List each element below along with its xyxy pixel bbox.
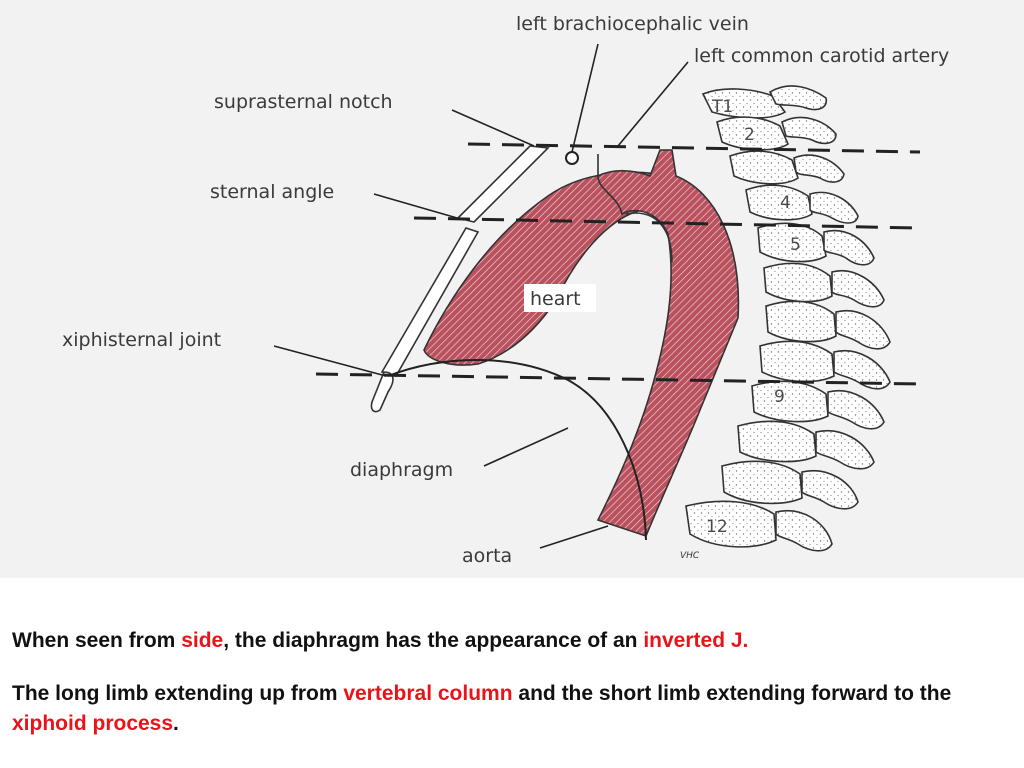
label-diaphragm: diaphragm bbox=[350, 459, 453, 481]
brachiocephalic-vein-marker bbox=[565, 151, 579, 165]
label-left-common-carotid-artery: left common carotid artery bbox=[694, 45, 949, 67]
vertebra-label-t1: T1 bbox=[711, 97, 733, 117]
vertebra-11 bbox=[721, 460, 803, 505]
caption-2-text-a: The long limb extending up from bbox=[12, 682, 344, 705]
vertebra-12 bbox=[685, 500, 777, 548]
caption-1-highlight-side: side bbox=[181, 629, 224, 652]
level-line-t4 bbox=[413, 216, 919, 230]
label-aorta: aorta bbox=[462, 545, 512, 567]
vertebra-6 bbox=[763, 262, 833, 303]
vertebra-10 bbox=[737, 420, 817, 463]
vertebra-2 bbox=[716, 116, 790, 151]
level-line-t2 bbox=[467, 142, 921, 154]
vertebra-label-9: 9 bbox=[774, 387, 785, 407]
vertebra-label-12: 12 bbox=[706, 517, 728, 537]
vertebra-label-4: 4 bbox=[780, 193, 791, 213]
diagram-panel: left brachiocephalic vein left common ca… bbox=[0, 0, 1024, 578]
label-suprasternal-notch: suprasternal notch bbox=[214, 91, 393, 113]
caption-2-highlight-vertebral-column: vertebral column bbox=[343, 682, 513, 705]
vertebra-5 bbox=[757, 222, 827, 263]
vertebra-4 bbox=[745, 184, 813, 221]
manubrium bbox=[456, 145, 550, 223]
diaphragm-curve bbox=[387, 359, 647, 541]
leader-lines bbox=[273, 43, 689, 549]
label-left-brachiocephalic-vein: left brachiocephalic vein bbox=[516, 13, 749, 35]
caption-2-highlight-xiphoid-process: xiphoid process bbox=[12, 712, 174, 735]
label-heart: heart bbox=[530, 288, 581, 310]
caption-1-highlight-inverted-j: inverted J. bbox=[643, 629, 749, 652]
vertebra-3 bbox=[729, 150, 799, 185]
level-lines bbox=[315, 142, 921, 386]
vertebra-9 bbox=[751, 380, 829, 423]
sternum bbox=[370, 145, 550, 413]
vertebra-t1 bbox=[701, 88, 787, 119]
caption-2-text-c: and the short limb extending forward to … bbox=[512, 682, 952, 705]
label-xiphisternal-joint: xiphisternal joint bbox=[62, 329, 221, 351]
xiphoid-process bbox=[370, 371, 394, 413]
heart-label-box bbox=[524, 284, 596, 312]
caption-1-text-a: When seen from bbox=[12, 629, 182, 652]
label-sternal-angle: sternal angle bbox=[210, 181, 334, 203]
aortic-inner-curve bbox=[625, 212, 673, 263]
vertebral-column bbox=[685, 85, 891, 552]
vertebra-label-2: 2 bbox=[744, 125, 755, 145]
vertebra-7 bbox=[765, 300, 837, 343]
aorta-arch bbox=[596, 149, 740, 537]
vertebra-8 bbox=[759, 340, 835, 383]
caption-line-1: When seen from side, the diaphragm has t… bbox=[12, 626, 1012, 656]
artist-signature: VHC bbox=[680, 551, 700, 561]
caption-1-text-c: , the diaphragm has the appearance of an bbox=[223, 629, 644, 652]
caption-line-2: The long limb extending up from vertebra… bbox=[12, 679, 1012, 739]
thorax-diagram: left brachiocephalic vein left common ca… bbox=[62, 13, 949, 567]
vertebra-label-5: 5 bbox=[790, 235, 801, 255]
caption-2-text-e: . bbox=[173, 712, 179, 735]
